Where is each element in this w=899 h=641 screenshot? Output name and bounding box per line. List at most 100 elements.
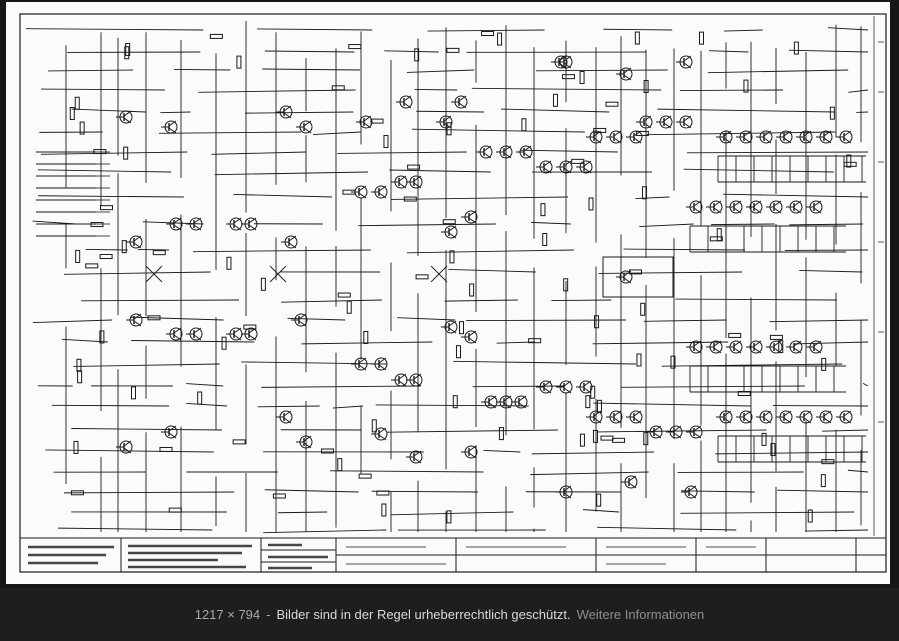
transistor-symbol — [816, 130, 833, 144]
resistor-symbol — [77, 370, 83, 384]
resistor-symbol — [592, 429, 598, 443]
transistor-symbol — [276, 105, 293, 119]
transistor-symbol — [736, 410, 753, 424]
resistor-symbol — [321, 448, 335, 454]
transistor-symbol — [161, 120, 178, 134]
transistor-symbol — [586, 130, 603, 144]
resistor-symbol — [737, 390, 751, 396]
resistor-symbol — [337, 292, 351, 298]
transistor-symbol — [356, 115, 373, 129]
transistor-symbol — [736, 130, 753, 144]
resistor-symbol — [337, 458, 343, 472]
resistor-symbol — [640, 302, 646, 316]
resistor-symbol — [563, 278, 569, 292]
transistor-symbol — [391, 373, 408, 387]
drawing-border — [19, 13, 887, 573]
transistor-symbol — [226, 217, 243, 231]
transistor-symbol — [186, 327, 203, 341]
resistor-symbol — [236, 55, 242, 69]
resistor-symbol — [168, 507, 182, 513]
transistor-symbol — [716, 130, 733, 144]
transistor-symbol — [451, 95, 468, 109]
transistor-symbol — [441, 320, 458, 334]
more-info-link[interactable]: Weitere Informationen — [576, 607, 705, 622]
transistor-symbol — [161, 425, 178, 439]
ic-block — [602, 256, 674, 298]
resistor-symbol — [743, 79, 749, 93]
resistor-symbol — [358, 473, 372, 479]
resistor-symbol — [497, 32, 503, 46]
resistor-symbol — [79, 121, 85, 135]
resistor-symbol — [403, 196, 417, 202]
copyright-notice: Bilder sind in der Regel urheberrechtlic… — [276, 607, 571, 622]
resistor-symbol — [469, 283, 475, 297]
transistor-symbol — [706, 200, 723, 214]
schematic-wires — [26, 21, 869, 534]
resistor-symbol — [807, 509, 813, 523]
transistor-symbol — [241, 217, 258, 231]
resistor-symbol — [75, 249, 81, 263]
transistor-symbol — [351, 357, 368, 371]
resistor-symbol — [125, 42, 131, 56]
image-preview-frame — [6, 2, 890, 584]
resistor-symbol — [342, 189, 356, 195]
transistor-symbol — [796, 130, 813, 144]
transistor-symbol — [786, 340, 803, 354]
transistor-symbol — [836, 130, 853, 144]
transistor-symbol — [396, 95, 413, 109]
transistor-symbol — [806, 200, 823, 214]
transistor-symbol — [436, 115, 453, 129]
transistor-symbol — [746, 200, 763, 214]
resistor-symbol — [415, 274, 429, 280]
transistor-symbol — [186, 217, 203, 231]
resistor-symbol — [124, 46, 130, 60]
transistor-symbol — [441, 225, 458, 239]
schematic-sheet[interactable] — [6, 2, 890, 584]
transistor-symbol — [746, 340, 763, 354]
image-dimensions: 1217 × 794 — [194, 607, 261, 622]
resistor-symbol — [552, 93, 558, 107]
resistor-symbol — [69, 107, 75, 121]
transistor-symbol — [556, 160, 573, 174]
transistor-symbol — [626, 130, 643, 144]
resistor-symbol — [232, 439, 246, 445]
transistor-symbol — [756, 410, 773, 424]
transistor-symbol — [776, 130, 793, 144]
resistor-symbol — [498, 427, 504, 441]
resistor-symbol — [99, 330, 105, 344]
resistor-symbol — [459, 321, 465, 335]
resistor-symbol — [370, 118, 384, 124]
title-block — [19, 537, 887, 573]
transistor-symbol — [291, 313, 308, 327]
transistor-symbol — [476, 145, 493, 159]
resistor-symbol — [528, 338, 542, 344]
transistor-symbol — [706, 340, 723, 354]
resistor-symbol — [197, 391, 203, 405]
transistor-symbol — [686, 425, 703, 439]
resistor-symbol — [716, 228, 722, 242]
resistor-symbol — [70, 490, 84, 496]
transistor-symbol — [686, 340, 703, 354]
transistor-symbol — [726, 200, 743, 214]
resistor-symbol — [596, 493, 602, 507]
transistor-symbol — [166, 327, 183, 341]
revision-column — [873, 16, 884, 536]
transistor-symbol — [646, 425, 663, 439]
resistor-symbol — [147, 315, 161, 321]
resistor-symbol — [121, 240, 127, 254]
transistor-symbol — [371, 357, 388, 371]
resistor-symbol — [698, 31, 704, 45]
transistor-symbol — [126, 235, 143, 249]
transistor-symbol — [461, 330, 478, 344]
resistor-symbol — [260, 277, 266, 291]
transistor-symbol — [276, 410, 293, 424]
transistor-symbol — [406, 175, 423, 189]
resistor-symbol — [821, 459, 835, 465]
resistor-symbol — [600, 435, 614, 441]
resistor-symbol — [579, 433, 585, 447]
resistor-symbol — [643, 432, 649, 446]
resistor-symbol — [821, 357, 827, 371]
resistor-symbol — [605, 101, 619, 107]
transistor-symbol — [816, 410, 833, 424]
resistor-symbol — [778, 340, 784, 354]
